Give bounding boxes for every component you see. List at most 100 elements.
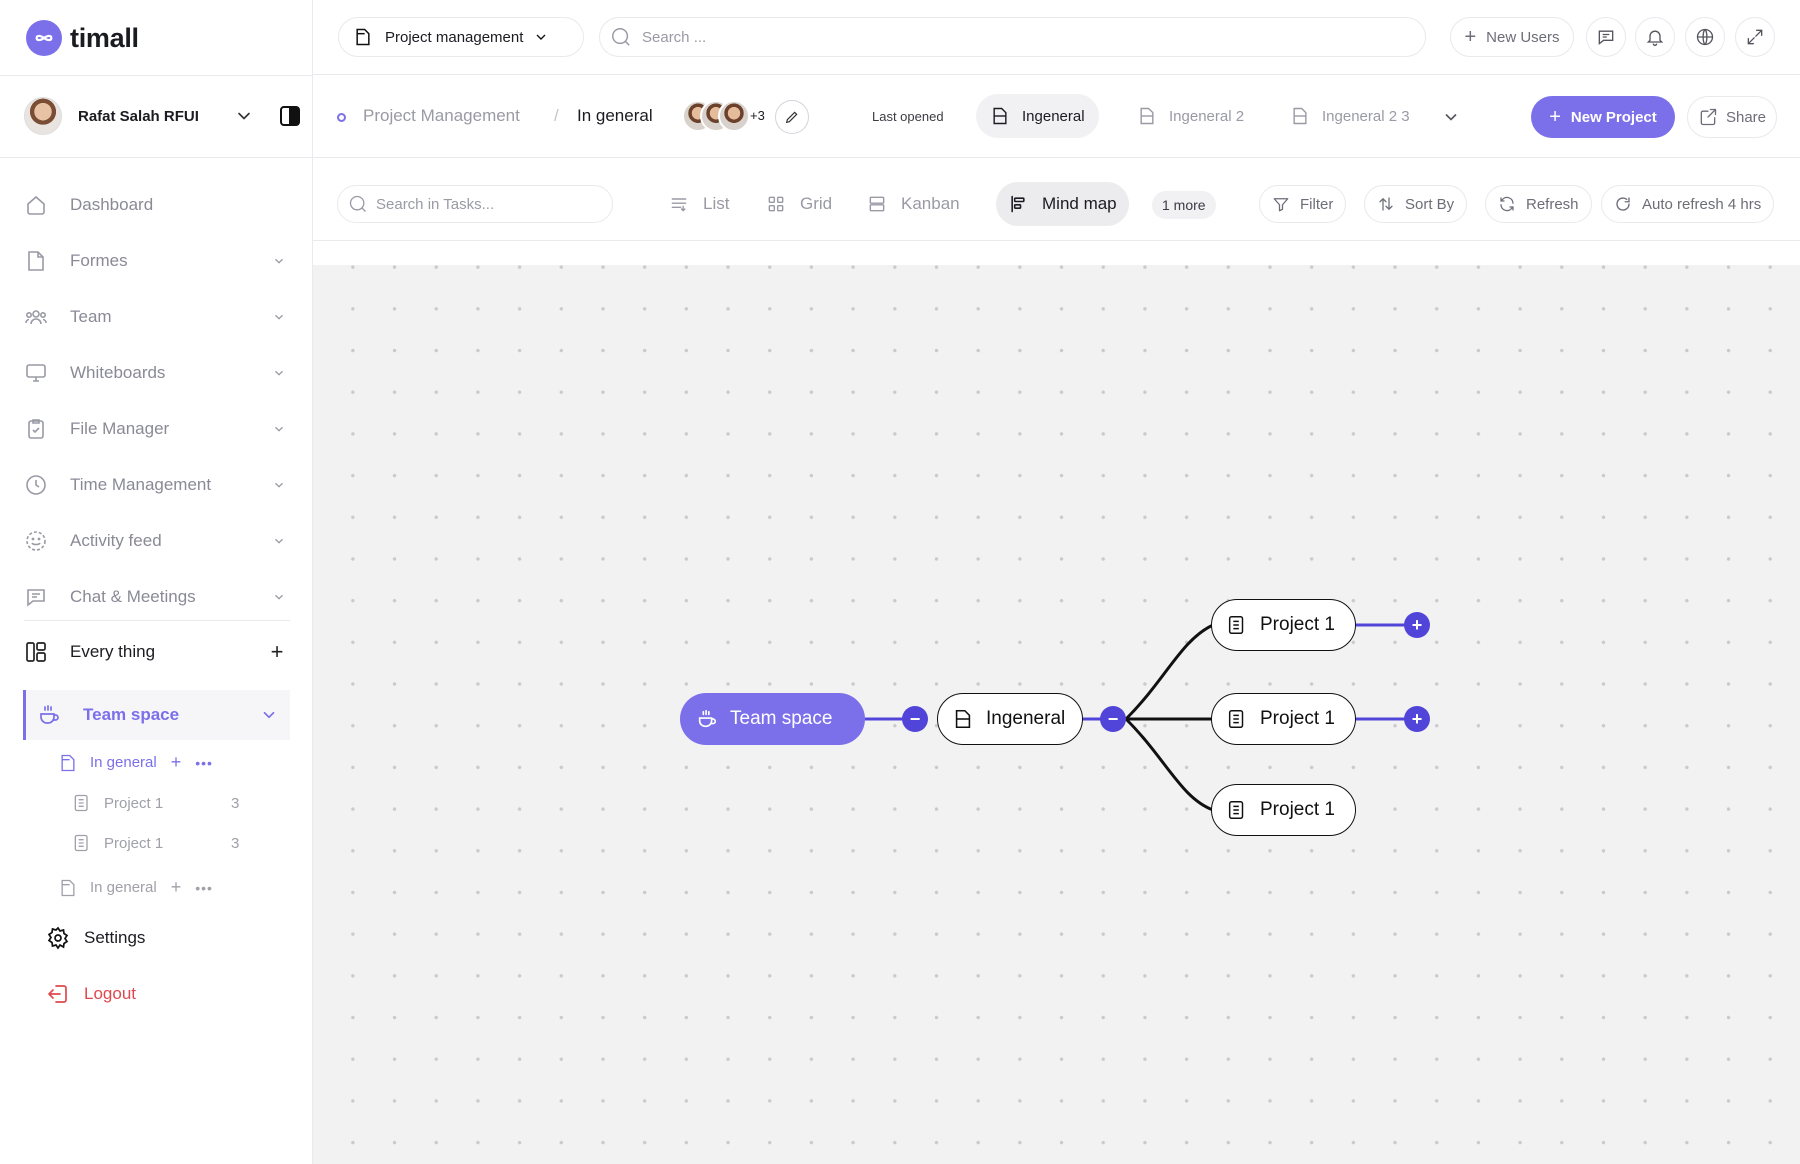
sidebar-item-whiteboards[interactable]: Whiteboards	[24, 345, 286, 401]
chevron-down-icon[interactable]	[260, 706, 278, 724]
sort-label: Sort By	[1405, 195, 1455, 213]
breadcrumb-root[interactable]: Project Management	[363, 106, 520, 125]
sidebar-item-formes[interactable]: Formes	[24, 233, 286, 289]
chevron-down-icon	[275, 538, 283, 544]
add-button[interactable]: +	[270, 639, 284, 664]
language-button[interactable]	[1685, 17, 1725, 57]
breadcrumb-dot-icon	[337, 113, 346, 122]
chevron-down-icon[interactable]	[234, 106, 254, 126]
new-project-button[interactable]: + New Project	[1531, 96, 1675, 138]
tree-item-in-general[interactable]: In general + •••	[58, 752, 213, 773]
messages-button[interactable]	[1586, 17, 1626, 57]
sidebar-item-activity-feed[interactable]: Activity feed	[24, 513, 286, 569]
expand-node-button[interactable]: +	[1404, 612, 1430, 638]
sidebar-item-every-thing[interactable]: Every thing +	[24, 634, 286, 670]
divider	[24, 620, 290, 621]
sidebar-item-file-manager[interactable]: File Manager	[24, 401, 286, 457]
sidebar-item-label: Activity feed	[70, 531, 162, 550]
mind-map-node-project[interactable]: Project 1	[1211, 693, 1356, 745]
tree-item-in-general[interactable]: In general + •••	[58, 877, 213, 898]
chevron-down-icon	[275, 370, 283, 376]
pencil-icon	[785, 111, 798, 124]
sort-button[interactable]: Sort By	[1364, 185, 1468, 223]
connector-child-1	[1124, 623, 1214, 721]
add-button[interactable]: +	[170, 752, 182, 772]
sidebar-item-label: Every thing	[70, 642, 156, 661]
view-toolbar: List Grid Kanban Mind map 1 more Filter …	[313, 159, 1800, 241]
collapse-node-button[interactable]: −	[1100, 706, 1126, 732]
mind-map-canvas[interactable]: Team space − Ingeneral − Project 1 + Pro…	[313, 265, 1800, 1164]
folder-icon	[993, 107, 1007, 125]
sidebar-item-chat-meetings[interactable]: Chat & Meetings	[24, 569, 286, 625]
more-icon[interactable]: •••	[195, 754, 213, 771]
logo[interactable]: timall	[26, 20, 139, 56]
count-badge: 3	[231, 795, 240, 812]
logout-link[interactable]: Logout	[46, 982, 136, 1006]
top-bar: Project management + New Users	[313, 0, 1800, 75]
user-menu[interactable]: Rafat Salah RFUI	[24, 96, 300, 136]
tab-ingeneral-2-3[interactable]: Ingeneral 2 3	[1276, 94, 1424, 138]
add-button[interactable]: +	[170, 877, 182, 897]
logo-text: timall	[70, 22, 139, 53]
file-icon	[28, 251, 44, 271]
avatar	[24, 97, 62, 135]
view-tab-mind-map[interactable]: Mind map	[996, 182, 1129, 226]
tab-ingeneral-2[interactable]: Ingeneral 2	[1123, 94, 1258, 138]
workspace-select[interactable]: Project management	[338, 17, 584, 57]
logout-icon	[48, 985, 67, 1003]
members-more-count[interactable]: +3	[750, 108, 765, 123]
view-tab-kanban[interactable]: Kanban	[855, 182, 972, 226]
share-button[interactable]: Share	[1687, 96, 1777, 138]
edit-button[interactable]	[775, 100, 809, 134]
mind-map-node-root[interactable]: Team space	[680, 693, 865, 745]
clipboard-check-icon	[28, 419, 44, 439]
member-avatars[interactable]	[682, 100, 750, 134]
sidebar-item-team-space[interactable]: Team space	[23, 690, 290, 740]
auto-refresh-icon	[1616, 197, 1630, 211]
sidebar-toggle-icon[interactable]	[280, 106, 300, 126]
refresh-button[interactable]: Refresh	[1485, 185, 1592, 223]
mind-map-node-project[interactable]: Project 1	[1211, 599, 1356, 651]
tree-item-label: In general	[90, 879, 157, 896]
fullscreen-button[interactable]	[1735, 17, 1775, 57]
chevron-down-icon	[275, 258, 283, 264]
mind-map-connectors	[865, 623, 1409, 812]
smiley-icon	[26, 531, 46, 551]
document-icon	[1228, 616, 1244, 634]
new-users-button[interactable]: + New Users	[1450, 17, 1574, 57]
more-views-chip[interactable]: 1 more	[1152, 191, 1216, 219]
task-search-input[interactable]	[376, 195, 596, 213]
filter-button[interactable]: Filter	[1259, 185, 1347, 223]
sidebar-item-team[interactable]: Team	[24, 289, 286, 345]
tree-item-project[interactable]: Project 1	[72, 793, 163, 813]
tree-item-project[interactable]: Project 1	[72, 833, 163, 853]
auto-refresh-button[interactable]: Auto refresh 4 hrs	[1601, 185, 1775, 223]
collapse-node-button[interactable]: −	[902, 706, 928, 732]
global-search[interactable]	[599, 17, 1426, 57]
view-tab-label: Kanban	[901, 194, 960, 213]
mind-map-node-project[interactable]: Project 1	[1211, 784, 1356, 836]
document-icon	[74, 794, 88, 812]
tab-label: Ingeneral 2	[1169, 107, 1245, 125]
tree-item-label: Project 1	[104, 834, 164, 852]
notifications-button[interactable]	[1635, 17, 1675, 57]
chevron-down-icon[interactable]	[1441, 107, 1461, 127]
divider	[0, 75, 313, 76]
expand-node-button[interactable]: +	[1404, 706, 1430, 732]
sidebar-item-time-management[interactable]: Time Management	[24, 457, 286, 513]
sidebar-item-dashboard[interactable]: Dashboard	[24, 177, 286, 233]
plus-icon: +	[1549, 105, 1561, 128]
document-icon	[74, 834, 88, 852]
settings-link[interactable]: Settings	[46, 926, 145, 950]
tab-ingeneral[interactable]: Ingeneral	[976, 94, 1099, 138]
search-input[interactable]	[642, 28, 1342, 46]
mind-map-node-ingeneral[interactable]: Ingeneral	[937, 693, 1083, 745]
layout-icon	[26, 642, 46, 662]
task-search[interactable]	[337, 185, 613, 223]
bell-icon	[1646, 30, 1664, 46]
view-tab-list[interactable]: List	[657, 182, 741, 226]
grid-icon	[768, 196, 784, 212]
view-tab-grid[interactable]: Grid	[754, 182, 844, 226]
more-icon[interactable]: •••	[195, 879, 213, 896]
view-tab-label: Grid	[800, 194, 833, 213]
